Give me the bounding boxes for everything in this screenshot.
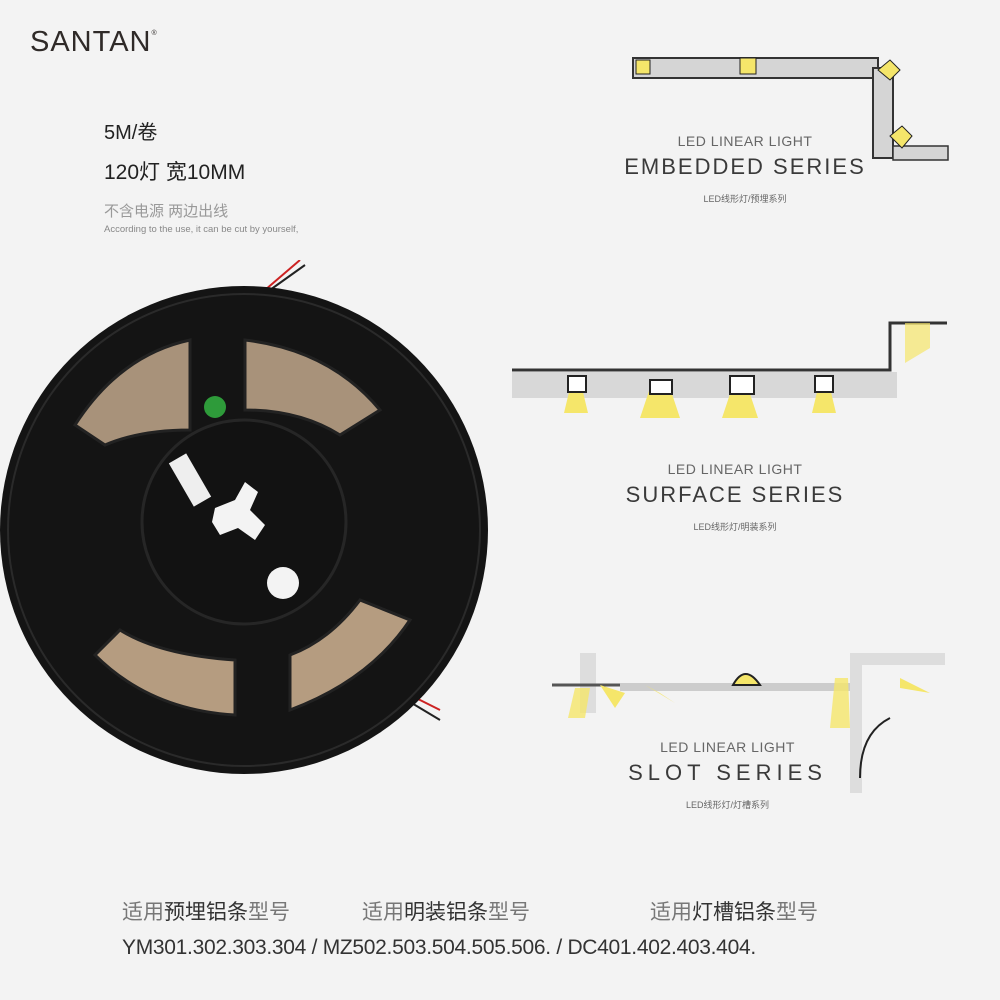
series-label: LED LINEAR LIGHT <box>667 461 803 477</box>
model-codes-embedded: YM301.302.303.304 <box>122 936 307 959</box>
series-title: SURFACE SERIES <box>625 482 845 507</box>
surface-series-heading: LED LINEAR LIGHT SURFACE SERIES LED线形灯/明… <box>600 461 870 533</box>
model-heading-embedded: 适用预埋铝条型号 <box>122 896 290 926</box>
heading-prefix: 适用 <box>650 901 692 924</box>
series-label: LED LINEAR LIGHT <box>677 133 813 149</box>
spec-leds-width: 120灯 宽10MM <box>104 161 246 184</box>
embedded-series-heading: LED LINEAR LIGHT EMBEDDED SERIES LED线形灯/… <box>600 133 890 205</box>
heading-suffix: 型号 <box>776 901 818 924</box>
series-title: SLOT SERIES <box>628 760 827 785</box>
heading-prefix: 适用 <box>122 901 164 924</box>
series-title: EMBEDDED SERIES <box>624 154 866 179</box>
brand-logo: SANTAN® <box>30 26 158 59</box>
separator: / <box>311 936 318 959</box>
heading-type: 明装铝条 <box>404 901 488 924</box>
model-heading-slot: 适用灯槽铝条型号 <box>650 896 818 926</box>
slot-series-heading: LED LINEAR LIGHT SLOT SERIES LED线形灯/灯槽系列 <box>600 739 855 811</box>
heading-suffix: 型号 <box>248 901 290 924</box>
series-cn: LED线形灯/灯槽系列 <box>685 800 769 810</box>
heading-prefix: 适用 <box>362 901 404 924</box>
led-strip-reel-image <box>0 260 488 774</box>
slot-series-diagram <box>552 653 945 793</box>
series-cn: LED线形灯/明装系列 <box>693 522 777 532</box>
model-codes-slot: DC401.402.403.404. <box>567 936 756 959</box>
note-cn: 不含电源 两边出线 <box>104 203 229 220</box>
heading-suffix: 型号 <box>488 901 530 924</box>
heading-type: 预埋铝条 <box>164 901 248 924</box>
note-en: According to the use, it can be cut by y… <box>104 224 299 235</box>
surface-series-diagram <box>512 321 947 418</box>
series-label: LED LINEAR LIGHT <box>660 739 795 755</box>
heading-type: 灯槽铝条 <box>692 901 776 924</box>
series-cn: LED线形灯/预埋系列 <box>703 194 787 204</box>
model-codes-line: YM301.302.303.304 / MZ502.503.504.505.50… <box>122 936 756 960</box>
separator: / <box>556 936 562 959</box>
registered-mark: ® <box>151 30 158 37</box>
logo-text: SANTAN <box>30 26 152 58</box>
model-heading-surface: 适用明装铝条型号 <box>362 896 530 926</box>
spec-length: 5M/卷 <box>104 122 158 144</box>
model-codes-surface: MZ502.503.504.505.506. <box>322 936 551 959</box>
embedded-series-diagram <box>632 57 949 161</box>
